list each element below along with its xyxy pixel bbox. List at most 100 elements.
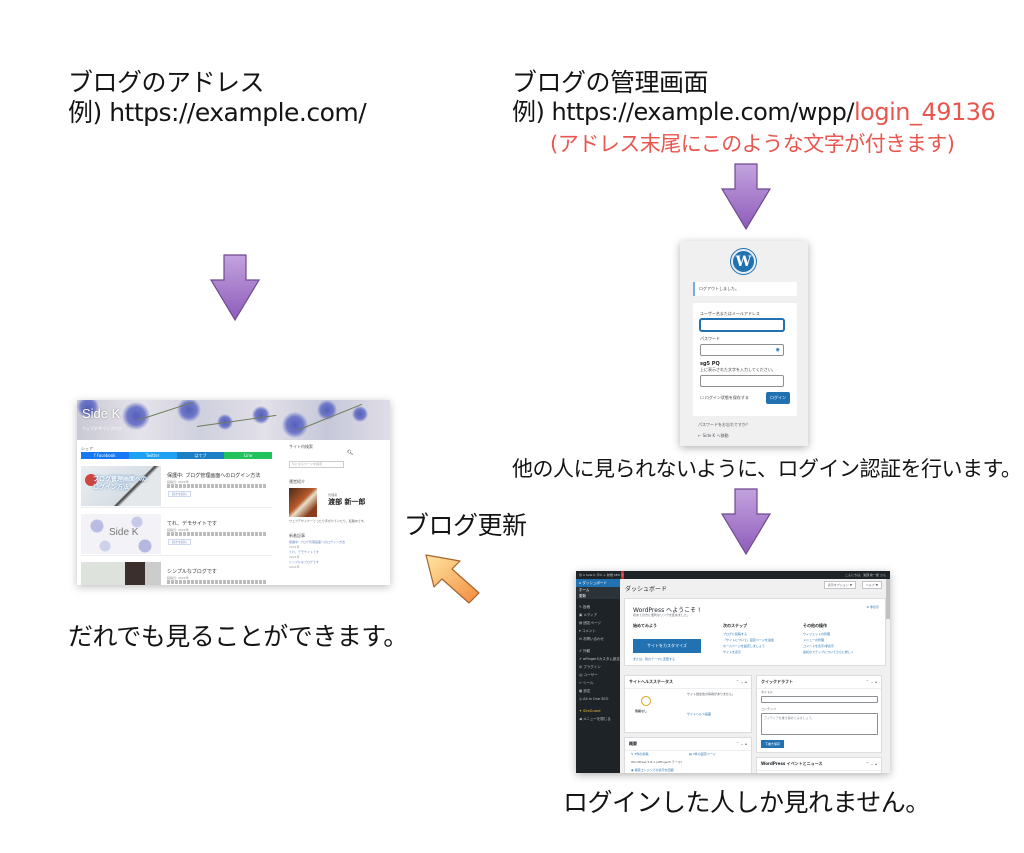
draft-content-textarea[interactable]: アイディアを書き留めてみましょう。 xyxy=(761,713,878,735)
down-arrow-right-top xyxy=(721,163,771,231)
help-button[interactable]: ヘルプ ▼ xyxy=(861,581,882,589)
recent-post-link[interactable]: シンプルなブログです xyxy=(289,560,319,564)
menu-theme-settings[interactable]: ✐ affinger5カスタム設定 xyxy=(579,657,620,661)
share-line-button[interactable]: Line xyxy=(224,452,272,459)
post-title[interactable]: 保護中: ブログ管理画面へのログイン方法 xyxy=(167,473,261,479)
blog-search-input[interactable]: 気になるワードを検索 xyxy=(289,461,344,468)
draft-content-label: コンテンツ xyxy=(761,707,777,711)
password-input[interactable]: ◉ xyxy=(700,344,784,356)
menu-settings[interactable]: ▦ 設定 xyxy=(579,689,591,693)
seo-link[interactable]: SEO xyxy=(613,573,621,577)
search-visibility-notice[interactable]: ◉ 検索エンジンでの表示を回避 xyxy=(631,768,674,772)
menu-home[interactable]: ホーム xyxy=(576,587,620,593)
menu-aioseo[interactable]: ◎ All in One SEO xyxy=(579,697,609,701)
down-arrow-left xyxy=(210,254,260,322)
welcome-dismiss-link[interactable]: ⊗ 非表示 xyxy=(866,605,879,609)
menu-collapse[interactable]: ◀ メニューを閉じる xyxy=(579,717,611,721)
post-title[interactable]: シンプルなブログです xyxy=(167,569,217,575)
posts-count-link[interactable]: ✎ 3件の投稿 xyxy=(631,752,649,756)
post-item[interactable]: シンプルなブログです 投稿日: 2021年 xyxy=(81,562,272,585)
scrollbar[interactable] xyxy=(886,579,890,773)
down-arrow-right-bottom xyxy=(721,488,771,556)
share-twitter-button[interactable]: Twitter xyxy=(128,452,177,459)
show-password-icon[interactable]: ◉ xyxy=(775,347,780,353)
post-thumbnail[interactable] xyxy=(81,562,161,585)
health-screen-link[interactable]: サイトヘルス画面 xyxy=(687,712,712,716)
health-description: サイト健全性の情報がありません。 xyxy=(687,692,735,696)
login-screenshot: W ログアウトしました。 ユーザー名またはメールアドレス パスワード ◉ sg5… xyxy=(680,241,808,446)
recent-post-link[interactable]: 保護中: ブログ管理画面へのログイン方法 xyxy=(289,540,345,544)
more-action-link[interactable]: メニューの管理 xyxy=(803,638,825,642)
profile-name: 渡部 新一郎 xyxy=(328,498,366,506)
customize-site-button[interactable]: サイトをカスタマイズ xyxy=(633,639,701,653)
welcome-col-more-actions: その他の操作 ウィジェットの管理 メニューの管理 コメントを表示/非表示 最初の… xyxy=(803,623,854,654)
remember-me-checkbox[interactable]: ☐ ログイン状態を保存する xyxy=(700,395,749,400)
share-facebook-button[interactable]: f Facebook xyxy=(81,452,129,459)
next-step-link[interactable]: 「サイトについて」固定ページを追加 xyxy=(723,638,774,642)
draft-title-input[interactable] xyxy=(761,696,878,703)
site-health-title: サイトヘルスステータス xyxy=(629,679,673,684)
next-step-link[interactable]: ホームページを設定しましょう xyxy=(723,644,765,648)
events-widget: WordPress イベントとニュース⌃ ⌄ ▴ xyxy=(756,757,882,773)
login-button[interactable]: ログイン xyxy=(766,392,790,404)
search-heading: サイト内検索 xyxy=(289,444,313,449)
menu-appearance[interactable]: ✐ 外観 xyxy=(579,649,591,653)
menu-siteguard[interactable]: ✦ SiteGuard xyxy=(579,709,601,713)
back-to-site-link[interactable]: ← Side K へ移動 xyxy=(698,433,729,438)
more-action-link[interactable]: 最初のステップについてさらに詳しく xyxy=(803,650,854,654)
menu-updates[interactable]: 更新 xyxy=(576,593,620,599)
user-greeting[interactable]: こんにちは、渡部 新一郎 さん xyxy=(845,573,886,577)
comments-icon[interactable]: 💬︎ xyxy=(596,573,601,577)
more-action-link[interactable]: コメントを表示/非表示 xyxy=(803,644,835,648)
widget-controls[interactable]: ⌃ ⌄ ▴ xyxy=(865,761,877,766)
post-meta: 投稿日: 2021年 xyxy=(167,480,189,484)
share-bar: f Facebook Twitter はてブ Line xyxy=(81,452,272,459)
post-thumbnail[interactable]: Side K xyxy=(81,514,161,554)
search-icon[interactable]: 🔍︎ xyxy=(347,450,354,456)
post-title[interactable]: てれ、デモサイトです xyxy=(167,521,218,527)
username-input[interactable] xyxy=(700,319,784,331)
next-step-link[interactable]: サイトを表示 xyxy=(723,650,742,654)
save-draft-button[interactable]: 下書き保存 xyxy=(761,740,785,748)
example-prefix: 例) xyxy=(512,98,552,126)
pages-count-link[interactable]: ▤ 3件の固定ページ xyxy=(689,752,716,756)
menu-media[interactable]: ▣ メディア xyxy=(579,613,598,617)
captcha-input[interactable] xyxy=(700,375,784,387)
new-content-link[interactable]: ＋ 新規 xyxy=(602,573,613,577)
more-action-link[interactable]: ウィジェットの管理 xyxy=(803,632,831,636)
screen-options-button[interactable]: 表示オプション ▼ xyxy=(823,581,856,589)
health-status: 情報なし xyxy=(635,709,648,713)
recent-post-link[interactable]: てれ、デモサイトです xyxy=(289,550,320,554)
widget-controls[interactable]: ⌃ ⌄ ▴ xyxy=(735,741,747,746)
change-theme-link[interactable]: または、別のテーマに変更する xyxy=(633,657,676,661)
home-icon[interactable]: ⌂ xyxy=(582,573,585,577)
widget-controls[interactable]: ⌃ ⌄ ▴ xyxy=(735,679,747,684)
admin-url-example: 例) https://example.com/wpp/login_49136 xyxy=(512,97,996,127)
menu-dashboard[interactable]: ⌂ ダッシュボード xyxy=(576,579,620,587)
menu-plugins[interactable]: ⚙ プラグイン xyxy=(579,665,601,669)
read-more-button[interactable]: 続きを読む xyxy=(168,539,192,545)
next-step-link[interactable]: ブログに投稿する xyxy=(723,632,748,636)
share-hatebu-button[interactable]: はてブ xyxy=(176,452,225,459)
menu-pages[interactable]: ▤ 固定ページ xyxy=(579,621,601,625)
widget-controls[interactable]: ⌃ ⌄ ▴ xyxy=(865,679,877,684)
admin-url-suffix: login_49136 xyxy=(853,98,996,126)
menu-comments[interactable]: ▾ コメント xyxy=(579,629,596,633)
admin-sidebar: ⌂ ダッシュボード ホーム 更新 ✎ 投稿 ▣ メディア ▤ 固定ページ ▾ コ… xyxy=(576,579,620,773)
menu-users[interactable]: ☺ ユーザー xyxy=(579,673,598,677)
post-item[interactable]: ブログ管理画面への ログイン方法 保護中: ブログ管理画面へのログイン方法 投稿… xyxy=(81,466,272,508)
wordpress-logo-icon[interactable]: W xyxy=(731,249,756,274)
admin-site-link[interactable]: Side K xyxy=(585,573,596,577)
seo-badge: ! xyxy=(621,571,625,579)
menu-posts[interactable]: ✎ 投稿 xyxy=(579,605,591,609)
captcha-label: 上に表示された文字を入力してください。 xyxy=(700,367,776,372)
menu-tools[interactable]: ✂ ツール xyxy=(579,681,594,685)
post-thumbnail[interactable]: ブログ管理画面への ログイン方法 xyxy=(81,466,161,506)
post-item[interactable]: Side K てれ、デモサイトです 投稿日: 2021年 続きを読む xyxy=(81,514,272,556)
read-more-button[interactable]: 続きを読む xyxy=(168,491,192,497)
menu-contact[interactable]: ✉ お問い合わせ xyxy=(579,637,605,641)
wp-menu-icon[interactable]: Ⓦ xyxy=(579,573,583,577)
lost-password-link[interactable]: パスワードをお忘れですか？ xyxy=(698,422,750,427)
blog-site-title[interactable]: Side K xyxy=(82,406,121,421)
post-excerpt xyxy=(167,532,267,536)
